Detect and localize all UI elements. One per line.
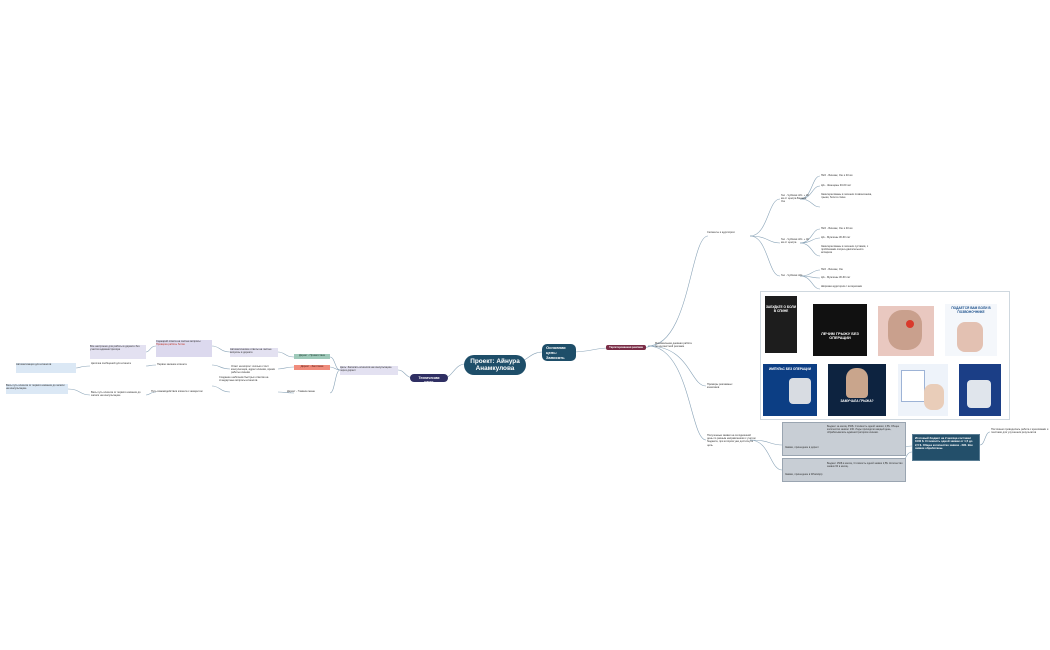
- creative-2[interactable]: ЛЕЧИМ ГРЫЖУ БЕЗ ОПЕРАЦИИ: [813, 304, 867, 356]
- link-results: [647, 345, 707, 441]
- creative-5[interactable]: ИМПУЛЬС БЕЗ ОПЕРАЦИИ: [763, 364, 817, 416]
- creative-1[interactable]: ЗАБУДЬТЕ О БОЛИ В СПИНЕ: [765, 296, 797, 353]
- segment-3-node[interactable]: Гео - Чуйская обл.: [781, 274, 803, 277]
- link-creatives: [647, 345, 707, 387]
- tag-templates[interactable]: Директ - Заготовки: [294, 365, 330, 370]
- all-set-node[interactable]: Все настроено для работы в директе без у…: [90, 345, 146, 359]
- note-node[interactable]: Постоянно проводилась работа с креативам…: [991, 428, 1049, 435]
- main-menu-node[interactable]: Директ - Главное меню: [287, 390, 315, 393]
- creative-6[interactable]: ЗАМУЧАЛА ГРЫЖА?: [828, 364, 886, 416]
- templates-node[interactable]: Создание шаблонов быстрых ответов на ста…: [219, 376, 269, 383]
- segment-1-node[interactable]: Гео - Чуйская обл. + 40 км от центра Биш…: [781, 194, 809, 204]
- root-node[interactable]: Проект: Айнура Анамкулова: [464, 355, 526, 375]
- results-whatsapp-box[interactable]: Заявки, пришедшие в WhatsApp Бюджет 150$…: [782, 458, 906, 482]
- seg1-age[interactable]: ЦА - Женщины 30-60 лет: [821, 184, 852, 187]
- seg1-geo[interactable]: ГЕО - Бишкек, Ош и 40 км: [821, 174, 853, 177]
- seg2-geo[interactable]: ГЕО - Бишкек, Ош и 40 км: [821, 227, 853, 230]
- seg2-interests[interactable]: Заинтересованы в лечении суставов, с про…: [821, 245, 869, 255]
- creative-3[interactable]: [878, 306, 934, 356]
- summary-box[interactable]: Итоговый бюджет на 2 месяца составил 100…: [912, 434, 980, 461]
- res2-label: Заявки, пришедшие в WhatsApp: [785, 473, 823, 476]
- answers-node[interactable]: Ответ на вопрос: сколько стоит консульта…: [231, 365, 275, 374]
- root-title: Проект: Айнура Анамкулова: [470, 357, 520, 372]
- seg3-age[interactable]: ЦА - Мужчины 30-60 лет: [821, 276, 851, 279]
- seg1-interests[interactable]: Заинтересованы в лечении позвоночника, г…: [821, 193, 872, 200]
- segment-2-node[interactable]: Гео - Чуйская обл. + 40 км от центра: [781, 238, 809, 245]
- seg2-age[interactable]: ЦА - Мужчины 30-60 лет: [821, 236, 851, 239]
- creatives-node[interactable]: Примеры рекламных креативов: [707, 383, 733, 388]
- link-goal-ads: [571, 347, 609, 353]
- scenario-node[interactable]: Сценарий ответа на частые вопросы Провер…: [156, 340, 212, 357]
- link-seg2: [749, 235, 781, 244]
- results-desc-node[interactable]: Полученные заявки на сегодняшний день по…: [707, 434, 756, 447]
- link-seg1: [749, 198, 781, 237]
- message-chain-node[interactable]: Цепочка сообщений для клиента: [91, 362, 131, 365]
- res1-label: Заявки, пришедшие в директ: [785, 446, 819, 449]
- results-direct-box[interactable]: Заявки, пришедшие в директ Бюджет за мес…: [782, 422, 906, 456]
- main-goal-node[interactable]: Основная цель: Записать клиентов на конс…: [542, 344, 576, 361]
- link-seg3: [749, 235, 781, 277]
- link-audiences: [647, 235, 709, 347]
- creative-4[interactable]: ПОДАЕТСЯ ВАМ БОЛИ В ПОЗВОНОЧНИКЕ: [945, 304, 997, 356]
- creative-8[interactable]: [959, 364, 1001, 416]
- automation-node[interactable]: Автоматизация для клиентов: [16, 363, 76, 373]
- bots-check-text: Проверка работы ботов: [156, 343, 185, 347]
- tag-greeting[interactable]: Директ - Приветствие: [294, 354, 330, 359]
- journey-leaf-node[interactable]: Весь путь клиента от первого касания до …: [6, 384, 68, 394]
- ads-desc-node[interactable]: Минимальная дневная работа по контекстно…: [655, 342, 692, 349]
- faq-auto-node[interactable]: Автоматические ответы на частые вопросы …: [230, 348, 278, 357]
- first-touch-node[interactable]: Первое касание клиента: [157, 363, 187, 366]
- journey-node[interactable]: Весь путь клиента от первого касания до …: [91, 391, 141, 398]
- client-path-node[interactable]: Путь взаимодействия клиента с аккаунтом: [151, 390, 203, 393]
- seg3-geo[interactable]: ГЕО - Бишкек, Ош: [821, 268, 843, 271]
- client-goals-node[interactable]: Цель: Записать клиентов на консультацию …: [340, 366, 398, 375]
- seg3-interests[interactable]: Широкая аудитория с интересами: [821, 285, 863, 288]
- creative-7[interactable]: [898, 364, 948, 416]
- tech-branch-node[interactable]: Техническая часть: [410, 374, 448, 382]
- res2-text: Бюджет 150$ в месяц. Стоимость одной зая…: [827, 462, 903, 469]
- scenario-text: Сценарий ответа на частые вопросы: [156, 340, 201, 343]
- res1-text: Бюджет за месяц 350$. Стоимость одной за…: [827, 425, 900, 435]
- audiences-node[interactable]: Сегменты и аудитории:: [707, 231, 736, 234]
- ads-branch-node[interactable]: Таргетированная реклама: [606, 345, 646, 350]
